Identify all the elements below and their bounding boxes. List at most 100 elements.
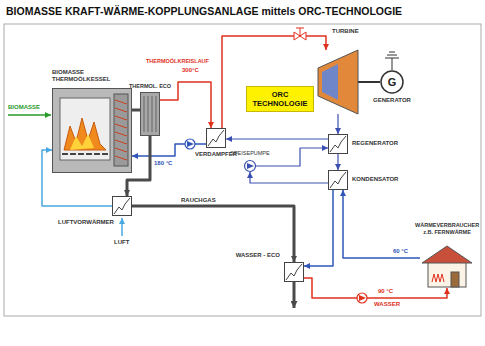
node-label: BIOMASSE THERMOÖLKESSEL	[52, 69, 132, 83]
node-label: LUFTVORWÄRMER	[58, 219, 114, 226]
house: WÄRMEVERBRAUCHER z.B. FERNWÄRME	[420, 244, 474, 288]
flow-connector	[304, 278, 447, 298]
exchanger-outline	[207, 129, 226, 148]
exchanger-coil	[330, 172, 346, 188]
coil-tube	[115, 148, 127, 152]
node-label: ORC TECHNOLOGIE	[251, 90, 309, 108]
node-label: REGENERATOR	[352, 140, 398, 147]
grate-bar	[94, 153, 100, 155]
free-label: 90 °C	[378, 288, 393, 295]
coil-tube	[115, 100, 127, 104]
coil-tube	[115, 132, 127, 136]
flow-connector	[132, 109, 140, 112]
exchanger-outline	[285, 263, 304, 282]
exchanger-coil	[208, 130, 224, 146]
pump-shape	[244, 160, 256, 172]
node-label: WASSER - ECO	[236, 252, 280, 259]
house-wall	[428, 262, 466, 287]
diagram-title: BIOMASSE KRAFT-WÄRME-KOPPLUNGSANLAGE mit…	[6, 5, 402, 18]
flow-connector	[132, 206, 294, 262]
heat-exchanger: VERDAMPFER	[206, 128, 226, 148]
node-label: KONDENSATOR	[352, 176, 398, 183]
turbine-stage	[322, 64, 338, 100]
grate-bar	[78, 153, 84, 155]
free-label: LUFT	[114, 239, 129, 246]
boiler: BIOMASSE THERMOÖLKESSEL	[52, 88, 132, 173]
heat-exchanger-shape	[328, 134, 348, 154]
economizer: THERMOL. ECO	[140, 92, 160, 136]
fuel-feed-line	[8, 114, 51, 116]
heat-exchanger: LUFTVORWÄRMER	[112, 196, 132, 216]
heat-exchanger: WASSER - ECO	[284, 262, 304, 282]
exchanger-outline	[113, 197, 132, 216]
free-label: BIOMASSE	[8, 104, 40, 111]
node-label: SPEISEPUMPE	[230, 150, 269, 157]
eco-tube	[148, 96, 149, 132]
coil-tube	[115, 108, 127, 112]
coil-tube	[115, 156, 127, 160]
firebox	[60, 98, 110, 160]
valve-stem	[296, 28, 304, 29]
grate-bar	[102, 153, 108, 155]
heat-exchanger-shape	[112, 196, 132, 216]
coil-tube	[115, 140, 127, 144]
generator-circle	[381, 71, 403, 93]
turbine-shape	[318, 50, 358, 114]
edge-label: RAUCHGAS	[180, 197, 217, 204]
node-label: GENERATOR	[373, 97, 411, 104]
flame	[64, 118, 106, 150]
boiler-shape	[52, 88, 132, 173]
valve-stem	[300, 28, 301, 36]
pump-symbol	[185, 139, 195, 149]
pump: SPEISEPUMPE	[244, 160, 256, 172]
ground-wire	[392, 58, 393, 70]
coil-tube	[115, 124, 127, 128]
boiler-casing	[53, 89, 132, 173]
flame	[70, 134, 94, 150]
flow-connector	[343, 190, 420, 258]
exchanger-outline	[329, 135, 348, 154]
heat-exchanger-shape	[284, 262, 304, 282]
node-label: THERMOL. ECO	[129, 83, 171, 90]
radiator	[432, 274, 444, 282]
heat-exchanger-shape	[206, 128, 226, 148]
pump-triangle	[247, 163, 254, 169]
turbine-body	[318, 50, 358, 114]
coil-tube	[115, 116, 127, 120]
flow-connector	[337, 154, 338, 170]
air-inlet-line	[121, 218, 123, 236]
pump-circle	[245, 161, 256, 172]
diagram-frame	[4, 24, 481, 316]
free-label: 300°C	[182, 67, 199, 74]
free-label: 60 °C	[393, 248, 408, 255]
process-box: ORC TECHNOLOGIE	[246, 86, 314, 112]
pump-symbol	[357, 293, 367, 303]
exchanger-coil	[330, 136, 346, 152]
eco-tube	[152, 96, 153, 132]
grate-bar	[62, 153, 68, 155]
flow-connector	[222, 36, 326, 128]
flow-connector	[226, 138, 328, 139]
node-label: WÄRMEVERBRAUCHER z.B. FERNWÄRME	[415, 222, 479, 236]
pump-symbol	[359, 295, 366, 301]
house-roof	[422, 246, 472, 263]
house-door	[451, 272, 459, 287]
turbine: TURBINE	[318, 50, 358, 114]
free-label: THERMOÖLKREISLAUF	[146, 58, 209, 65]
exchanger-coil	[114, 198, 130, 214]
economizer-shape	[140, 92, 160, 136]
heat-exchanger: KONDENSATOR	[328, 170, 348, 190]
ground-symbol	[385, 58, 399, 59]
free-label: 180 °C	[154, 160, 172, 167]
house-shape	[420, 244, 474, 288]
grate-bar	[86, 153, 92, 155]
heat-exchanger-shape	[328, 170, 348, 190]
ground-symbol	[387, 55, 397, 56]
node-label: TURBINE	[332, 28, 359, 35]
coil-housing	[114, 94, 128, 166]
exchanger-coil	[286, 264, 302, 280]
